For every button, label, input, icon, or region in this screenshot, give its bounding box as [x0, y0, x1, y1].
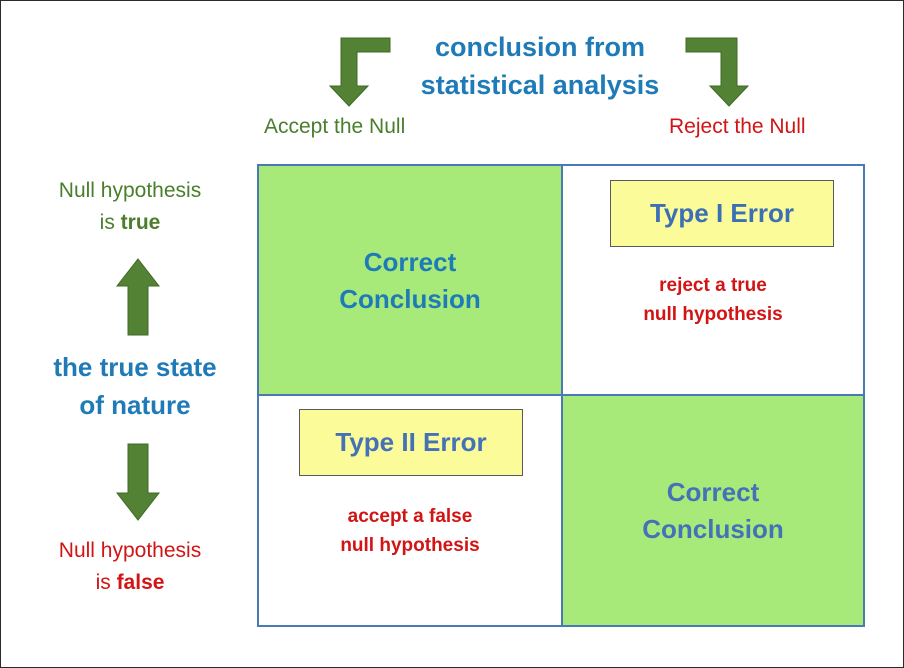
null-true-bold: true [120, 211, 161, 234]
cell-type-2-error: Type II Error accept a false null hypoth… [259, 396, 563, 625]
type-2-desc-line-1: accept a false [347, 506, 473, 527]
accept-null-label: Accept the Null [264, 115, 406, 138]
correct-line-2: Conclusion [642, 514, 784, 544]
arrow-down-icon [115, 443, 161, 521]
null-false-bold: false [116, 571, 165, 594]
decision-matrix: Correct Conclusion Type I Error reject a… [257, 164, 865, 627]
bent-arrow-right-icon [685, 37, 750, 107]
correct-line-2: Conclusion [339, 284, 481, 314]
correct-line-1: Correct [363, 247, 457, 277]
type-2-error-description: accept a false null hypothesis [259, 502, 561, 560]
arrow-up-icon [115, 258, 161, 336]
type-2-error-box: Type II Error [299, 409, 523, 476]
reject-null-label: Reject the Null [669, 115, 806, 138]
true-state-label: the true state of nature [20, 348, 250, 424]
bent-arrow-left-icon [328, 37, 391, 107]
null-false-line-1: Null hypothesis [58, 539, 202, 562]
diagram-title: conclusion from statistical analysis [400, 28, 680, 104]
null-false-label: Null hypothesis is false [20, 535, 240, 599]
type-2-desc-line-2: null hypothesis [340, 535, 480, 556]
cell-correct-accept: Correct Conclusion [259, 166, 563, 396]
null-false-line-2: is false [20, 567, 240, 599]
null-true-line-2: is true [20, 207, 240, 239]
state-line-2: of nature [79, 390, 191, 420]
correct-line-1: Correct [666, 477, 760, 507]
type-1-desc-line-1: reject a true [659, 275, 767, 296]
null-true-label: Null hypothesis is true [20, 175, 240, 239]
null-false-prefix: is [95, 571, 117, 594]
correct-conclusion-text: Correct Conclusion [563, 474, 863, 548]
title-line-1: conclusion from [434, 32, 645, 62]
cell-correct-reject: Correct Conclusion [563, 396, 863, 625]
type-1-error-description: reject a true null hypothesis [563, 271, 863, 329]
state-line-1: the true state [53, 352, 217, 382]
cell-type-1-error: Type I Error reject a true null hypothes… [563, 166, 863, 396]
type-1-error-box: Type I Error [610, 180, 834, 247]
type-1-desc-line-2: null hypothesis [643, 304, 783, 325]
null-true-prefix: is [99, 211, 121, 234]
correct-conclusion-text: Correct Conclusion [259, 244, 561, 318]
null-true-line-1: Null hypothesis [58, 179, 202, 202]
title-line-2: statistical analysis [420, 70, 660, 100]
